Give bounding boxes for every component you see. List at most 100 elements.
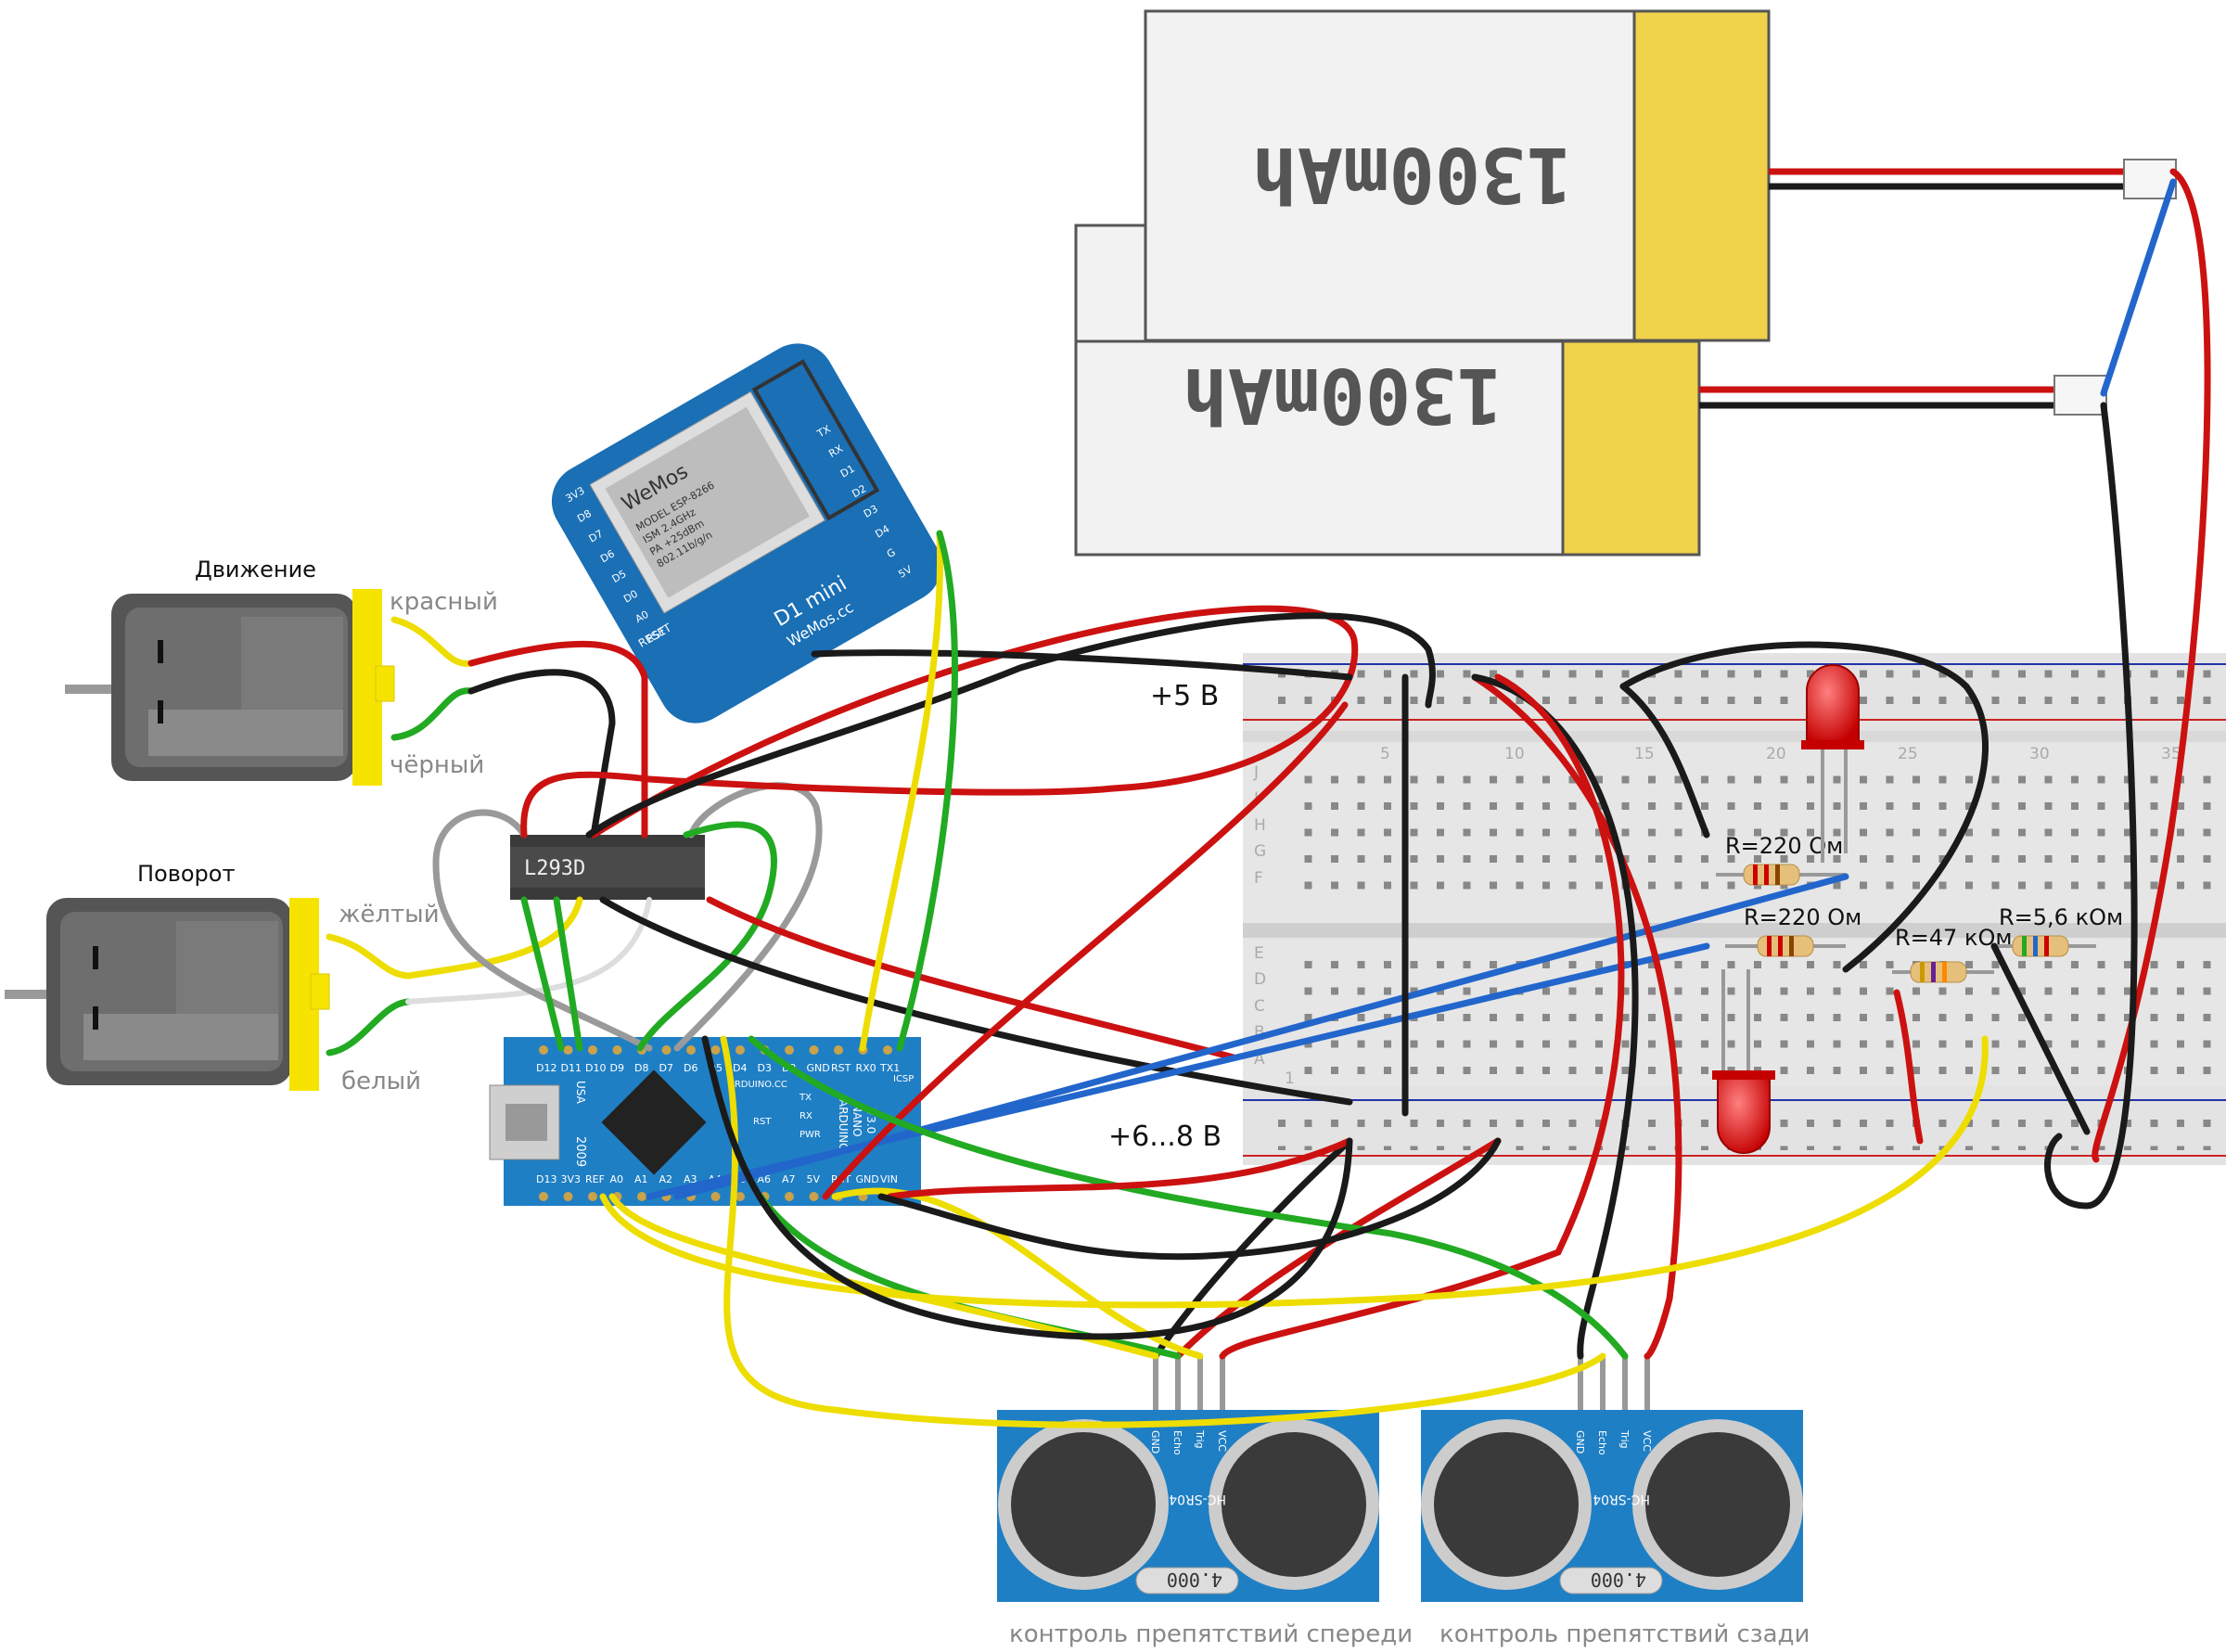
nano-pin-top-d6 [686, 1045, 696, 1055]
nano-pin-label-a7: A7 [782, 1173, 796, 1185]
col-label-15: 15 [1634, 745, 1655, 763]
nano-pin-bottom-a5 [736, 1192, 745, 1201]
nano-pin-bottom-a4 [710, 1192, 721, 1201]
wire-motor-steer-bottom [326, 998, 412, 1057]
wemos-d1-mini: WeMos MODEL ESP-8266 ISM 2.4GHz PA +25dB… [551, 343, 942, 724]
nano-pin-label-d6: D6 [684, 1062, 697, 1074]
l293d-label: L293D [524, 857, 585, 880]
battery-leads [1699, 159, 2177, 416]
wires [326, 168, 2211, 1428]
nano-pin-top-d10 [588, 1045, 597, 1055]
bottom-rail-label: +6...8 В [1108, 1121, 1222, 1153]
row-label-d: D [1254, 970, 1266, 989]
nano-pin-bottom-5v [809, 1192, 819, 1201]
col-label-35: 35 [2161, 745, 2181, 763]
nano-pin-label-d11: D11 [561, 1062, 582, 1074]
resistor-r3: R=47 кОм [1892, 925, 2012, 983]
col-label-25: 25 [1898, 745, 1918, 763]
led-top [1801, 664, 1864, 863]
wire-motor-drive-top [390, 616, 475, 667]
motor-drive-title: Движение [195, 557, 316, 583]
sensor-pin-stubs [1153, 1356, 1650, 1410]
nano-pin-label-5v: 5V [807, 1173, 821, 1185]
wire-battery-red [2092, 168, 2211, 1163]
sensor-rear-model: HC-SR04 [1593, 1492, 1650, 1506]
wire-battery-black [2044, 402, 2138, 1210]
col-label-30: 30 [2029, 745, 2050, 763]
nano-pin-label-vin: VIN [880, 1173, 898, 1185]
nano-rst-label: RST [753, 1117, 772, 1127]
col-label-20: 20 [1766, 745, 1786, 763]
nano-pin-label-d10: D10 [585, 1062, 606, 1074]
sensor-rear-caption: контроль препятствий сзади [1439, 1620, 1810, 1648]
nano-brand-1: ARDUINO [837, 1099, 850, 1152]
motor-drive-wire-top-label: красный [390, 588, 498, 616]
nano-site-label: ARDUINO.CC [728, 1080, 787, 1090]
row-label-j: J [1253, 763, 1259, 782]
col-label-10: 10 [1504, 745, 1525, 763]
sensor-front-caption: контроль препятствий спереди [1009, 1620, 1413, 1648]
nano-pin-label-rst: RST [831, 1062, 851, 1074]
nano-pin-bottom-a1 [637, 1192, 646, 1201]
nano-pin-label-d13: D13 [536, 1173, 556, 1185]
col-label-1: 1 [1285, 1069, 1295, 1088]
nano-pin-top-d2 [785, 1045, 794, 1055]
wemos-pin-a0: A0 [633, 608, 651, 626]
nano-pin-label-d9: D9 [610, 1062, 624, 1074]
row-label-f: F [1254, 869, 1263, 888]
nano-pin-label-gnd: GND [807, 1062, 830, 1074]
battery-top: 1300mAh [1144, 9, 1771, 342]
nano-pin-top-d9 [612, 1045, 622, 1055]
nano-pin-label-ref: REF [585, 1173, 605, 1185]
nano-pin-bottom-ref [588, 1192, 597, 1201]
nano-pin-label-d12: D12 [536, 1062, 556, 1074]
sensor-rear-pin-vcc: VCC [1641, 1430, 1653, 1452]
sensor-front-pin-trig: Trig [1194, 1429, 1206, 1449]
sensor-front: 4.000 HC-SR04 GND Echo Trig VCC контроль… [997, 1410, 1413, 1648]
nano-pin-top-d12 [539, 1045, 548, 1055]
sensor-front-crystal: 4.000 [1167, 1569, 1222, 1591]
nano-pin-label-gnd: GND [856, 1173, 879, 1185]
resistor-r4: R=5,6 кОм [1994, 904, 2123, 957]
nano-pin-label-d8: D8 [634, 1062, 648, 1074]
sensor-front-pin-vcc: VCC [1216, 1430, 1228, 1452]
row-label-g: G [1254, 842, 1266, 861]
resistor-r4-label: R=5,6 кОм [1999, 904, 2123, 930]
row-label-h: H [1254, 816, 1266, 835]
sensor-rear-crystal: 4.000 [1591, 1569, 1646, 1591]
wire-battery-blue [2100, 178, 2177, 397]
sensor-front-pin-echo: Echo [1171, 1430, 1183, 1455]
nano-tx-label: TX [799, 1093, 812, 1103]
nano-pin-bottom-3v3 [563, 1192, 573, 1201]
nano-rx-label: RX [800, 1111, 812, 1121]
nano-pwr-label: PWR [800, 1130, 821, 1140]
nano-icsp-label: ICSP [893, 1074, 914, 1084]
motor-steer-title: Поворот [137, 861, 235, 887]
nano-pin-label-d4: D4 [733, 1062, 747, 1074]
motor-steer: Поворот жёлтый белый [5, 861, 440, 1095]
motor-steer-wire-top-label: жёлтый [339, 901, 440, 928]
battery-top-label: 1300mAh [1251, 130, 1572, 218]
l293d-chip: L293D [510, 835, 705, 900]
row-label-c: C [1254, 997, 1265, 1016]
nano-pin-label-d7: D7 [659, 1062, 673, 1074]
sensor-rear: 4.000 HC-SR04 GND Echo Trig VCC контроль… [1421, 1410, 1810, 1648]
sensor-rear-pin-echo: Echo [1596, 1430, 1608, 1455]
nano-pin-top-d7 [661, 1045, 672, 1055]
nano-pin-top-d11 [563, 1045, 573, 1055]
nano-pin-bottom-d13 [539, 1192, 548, 1201]
battery-bottom-label: 1300mAh [1182, 351, 1503, 439]
nano-pin-label-3v3: 3V3 [561, 1173, 582, 1185]
nano-pin-top-tx1 [883, 1045, 892, 1055]
resistor-r2-label: R=220 Ом [1744, 904, 1861, 930]
sensor-rear-pin-gnd: GND [1574, 1430, 1586, 1454]
nano-pin-top-gnd [809, 1045, 819, 1055]
nano-pin-label-a1: A1 [634, 1173, 648, 1185]
led-bottom [1712, 969, 1775, 1154]
wire-motor-steer-top [326, 933, 412, 980]
nano-pin-label-a0: A0 [610, 1173, 624, 1185]
resistor-r2: R=220 Ом [1725, 904, 1861, 957]
nano-pin-label-a3: A3 [684, 1173, 697, 1185]
top-rail-label: +5 В [1150, 680, 1219, 712]
